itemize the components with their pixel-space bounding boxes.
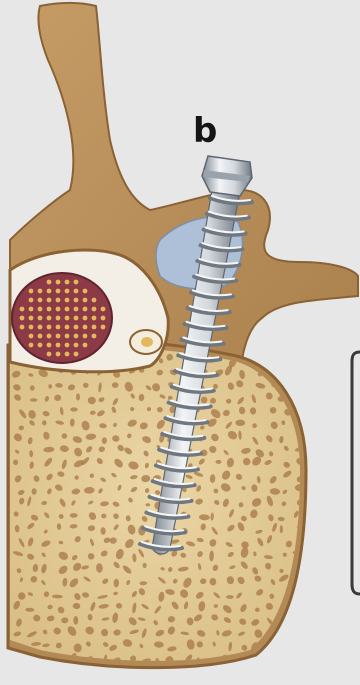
nerve-fiber-dot xyxy=(47,325,52,330)
nerve-fiber-dot xyxy=(20,307,25,312)
nerve-fiber-dot xyxy=(38,343,43,348)
nerve-fiber-dot xyxy=(20,325,25,330)
trabecular-pore xyxy=(278,630,286,639)
trabecular-pore xyxy=(292,655,302,665)
nerve-fiber-dot xyxy=(74,352,79,357)
nerve-fiber-dot xyxy=(74,325,79,330)
nerve-fiber-dot xyxy=(65,352,70,357)
nerve-fiber-dot xyxy=(65,307,70,312)
trabecular-pore xyxy=(295,602,305,610)
nerve-fiber-dot xyxy=(29,316,34,321)
nerve-fiber-dot xyxy=(56,325,61,330)
nerve-fiber-dot xyxy=(65,298,70,303)
nerve-fiber-dot xyxy=(38,334,43,339)
nerve-fiber-dot xyxy=(83,289,88,294)
nerve-fiber-dot xyxy=(74,334,79,339)
nerve-fiber-dot xyxy=(83,325,88,330)
panel-frame-edge xyxy=(352,352,360,594)
nerve-fiber-dot xyxy=(74,343,79,348)
nerve-fiber-dot xyxy=(101,307,106,312)
nerve-fiber-dot xyxy=(38,316,43,321)
trabecular-pore xyxy=(291,359,301,364)
trabecular-pore xyxy=(297,380,301,387)
nerve-fiber-dot xyxy=(20,316,25,321)
nerve-fiber-dot xyxy=(47,316,52,321)
nerve-fiber-dot xyxy=(56,334,61,339)
nerve-fiber-dot xyxy=(29,298,34,303)
trabecular-pore xyxy=(293,643,299,650)
nerve-fiber-dot xyxy=(56,352,61,357)
nerve-fiber-dot xyxy=(92,316,97,321)
nerve-fiber-dot xyxy=(38,307,43,312)
trabecular-pore xyxy=(299,631,305,636)
nerve-fiber-dot xyxy=(83,298,88,303)
nerve-fiber-dot xyxy=(38,289,43,294)
trabecular-pore xyxy=(279,371,286,375)
trabecular-pore xyxy=(279,653,287,663)
nerve-fiber-dot xyxy=(65,289,70,294)
nerve-fiber-dot xyxy=(47,307,52,312)
trabecular-pore xyxy=(283,553,287,557)
trabecular-pore xyxy=(282,639,288,649)
nerve-fiber-dot xyxy=(83,334,88,339)
trabecular-pore xyxy=(280,525,283,533)
nerve-fiber-dot xyxy=(47,289,52,294)
nerve-fiber-dot xyxy=(56,298,61,303)
trabecular-pore xyxy=(262,356,271,363)
nerve-fiber-dot xyxy=(47,334,52,339)
nerve-fiber-dot xyxy=(92,325,97,330)
trabecular-pore xyxy=(226,595,234,599)
nerve-fiber-dot xyxy=(65,316,70,321)
nerve-fiber-dot xyxy=(65,343,70,348)
nerve-fiber-dot xyxy=(47,280,52,285)
nerve-fiber-dot xyxy=(47,352,52,357)
nerve-fiber-dot xyxy=(101,316,106,321)
nerve-fiber-dot xyxy=(65,334,70,339)
nerve-fiber-dot xyxy=(29,334,34,339)
nerve-fiber-dot xyxy=(92,307,97,312)
nerve-fiber-dot xyxy=(56,280,61,285)
trabecular-pore xyxy=(18,656,23,660)
nerve-fiber-dot xyxy=(47,298,52,303)
nerve-fiber-dot xyxy=(29,289,34,294)
trabecular-pore xyxy=(296,366,303,374)
nerve-fiber-dot xyxy=(29,307,34,312)
nerve-fiber-dot xyxy=(47,343,52,348)
trabecular-pore xyxy=(73,616,78,625)
nerve-fiber-dot xyxy=(56,343,61,348)
nerve-fiber-dot xyxy=(83,316,88,321)
nerve-fiber-dot xyxy=(101,325,106,330)
trabecular-pore xyxy=(298,572,308,584)
nerve-fiber-dot xyxy=(74,289,79,294)
nerve-fiber-dot xyxy=(38,325,43,330)
trabecular-pore xyxy=(296,394,306,403)
trabecular-pore xyxy=(262,651,273,661)
nerve-fiber-dot xyxy=(56,289,61,294)
panel-label: b xyxy=(193,111,217,151)
nerve-fiber-dot xyxy=(65,325,70,330)
nerve-fiber-dot xyxy=(92,334,97,339)
nerve-fiber-dot xyxy=(74,280,79,285)
nerve-fiber-dot xyxy=(29,343,34,348)
trabecular-pore xyxy=(298,619,306,627)
nerve-fiber-dot xyxy=(83,343,88,348)
nerve-fiber-dot xyxy=(38,298,43,303)
nerve-fiber-dot xyxy=(83,307,88,312)
nerve-fiber-dot xyxy=(65,280,70,285)
nerve-fiber-dot xyxy=(92,298,97,303)
trabecular-pore xyxy=(143,563,147,568)
nerve-fiber-dot xyxy=(74,298,79,303)
spinal-cord xyxy=(12,273,112,363)
nerve-fiber-dot xyxy=(29,325,34,330)
nerve-fiber-dot xyxy=(56,307,61,312)
nerve-fiber-dot xyxy=(74,307,79,312)
trabecular-pore xyxy=(293,590,304,601)
nerve-fiber-dot xyxy=(74,316,79,321)
trabecular-pore xyxy=(285,354,292,365)
nerve-root-core xyxy=(141,337,153,347)
trabecular-pore xyxy=(30,398,37,401)
nerve-fiber-dot xyxy=(56,316,61,321)
